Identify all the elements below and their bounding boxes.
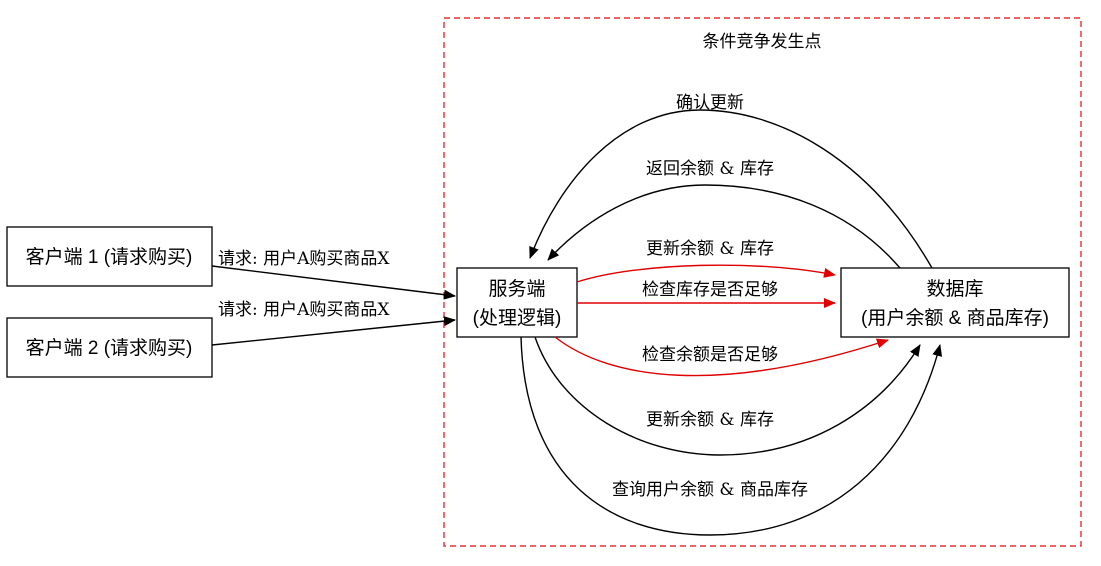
edge-label-return-balance-stock: 返回余额 & 库存 bbox=[646, 159, 774, 179]
edge-return-balance-stock bbox=[547, 184, 901, 269]
edge-client1-to-server bbox=[211, 265, 456, 300]
server-label-line1: 服务端 bbox=[488, 278, 545, 300]
client-1-node: 客户端 1 (请求购买) bbox=[6, 226, 213, 287]
edge-update-balance-stock-red bbox=[576, 264, 836, 283]
edge-label-check-stock: 检查库存是否足够 bbox=[642, 280, 778, 300]
edge-check-balance bbox=[554, 336, 889, 377]
edge-confirm-update bbox=[529, 109, 933, 269]
race-condition-cluster bbox=[443, 17, 1082, 547]
client-1-label: 客户端 1 (请求购买) bbox=[26, 246, 193, 268]
edge-label-client1-request: 请求: 用户A购买商品X bbox=[218, 249, 390, 269]
edge-client2-to-server bbox=[211, 316, 456, 346]
edge-label-check-balance: 检查余额是否足够 bbox=[642, 345, 778, 365]
client-2-node: 客户端 2 (请求购买) bbox=[6, 317, 213, 378]
server-label-line2: (处理逻辑) bbox=[473, 307, 562, 329]
database-label-line1: 数据库 bbox=[926, 278, 983, 300]
edge-label-client2-request: 请求: 用户A购买商品X bbox=[218, 300, 390, 320]
edge-label-update-red: 更新余额 & 库存 bbox=[646, 239, 774, 259]
client-2-label: 客户端 2 (请求购买) bbox=[26, 337, 193, 359]
edge-label-update-black: 更新余额 & 库存 bbox=[646, 410, 774, 430]
database-node: 数据库 (用户余额 & 商品库存) bbox=[840, 267, 1070, 338]
database-label-line2: (用户余额 & 商品库存) bbox=[861, 307, 1049, 329]
edge-query-balance-stock bbox=[520, 336, 943, 536]
edge-update-balance-stock-black bbox=[534, 336, 921, 456]
edge-label-confirm-update: 确认更新 bbox=[676, 93, 744, 113]
cluster-label: 条件竞争发生点 bbox=[703, 32, 822, 52]
edge-label-query-balance-stock: 查询用户余额 & 商品库存 bbox=[612, 480, 808, 500]
server-node: 服务端 (处理逻辑) bbox=[456, 267, 578, 338]
